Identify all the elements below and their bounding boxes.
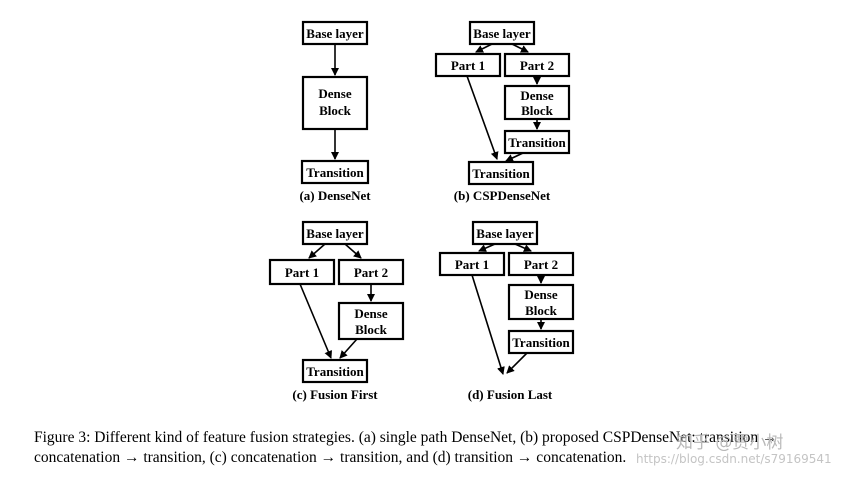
b-edge-base-to-part2 [511, 43, 529, 53]
a-caption: (a) DenseNet [299, 188, 371, 203]
c-base-layer-label: Base layer [306, 226, 364, 241]
a-transition-label: Transition [306, 165, 364, 180]
c-dense-label-line2: Block [355, 322, 388, 337]
a-dense-label-line2: Block [319, 103, 352, 118]
d-base-layer-box [471, 220, 539, 246]
d-part2-label: Part 2 [524, 257, 558, 272]
d-edge-base-to-part2 [514, 243, 532, 252]
d-edge-transition-to-fusion [506, 352, 528, 374]
b-base-layer-label: Base layer [473, 26, 531, 41]
c-part2-label: Part 2 [354, 265, 388, 280]
b-caption: (b) CSPDenseNet [454, 188, 551, 203]
d-edge-base-to-part1 [478, 243, 496, 252]
fusion-strategies-figure: Base layer Dense Block Transition (a) De… [268, 20, 575, 402]
c-base-layer-box [301, 220, 369, 246]
panel-c-fusion-first: Base layer Part 1 Part 2 Dense Block Tra… [268, 220, 405, 402]
panel-b-cspdensenet: Base layer Part 1 Part 2 Dense Block Tra… [434, 20, 571, 203]
b-dense-label-line2: Block [521, 103, 554, 118]
a-dense-label-line1: Dense [318, 86, 351, 101]
d-dense-label-line1: Dense [524, 287, 557, 302]
panel-d-fusion-last: Base layer Part 1 Part 2 Dense Block Tra… [438, 220, 575, 402]
a-dense-block-box [301, 75, 369, 131]
watermark-zhihu: 知乎 @贾小树 [676, 433, 784, 453]
c-transition-box [301, 358, 369, 384]
b-inner-transition-label: Transition [508, 135, 566, 150]
c-transition-label: Transition [306, 364, 364, 379]
b-part1-label: Part 1 [451, 58, 485, 73]
d-caption: (d) Fusion Last [468, 387, 553, 402]
a-transition-box [300, 159, 370, 185]
c-edge-dense-to-transition [339, 338, 358, 359]
watermark-url: https://blog.csdn.net/s79169541 [636, 452, 832, 466]
c-caption: (c) Fusion First [292, 387, 378, 402]
b-inner-transition-box [503, 129, 571, 155]
figure-caption: Figure 3: Different kind of feature fusi… [34, 429, 778, 466]
b-final-transition-box [467, 160, 535, 186]
b-part2-label: Part 2 [520, 58, 554, 73]
c-edge-base-to-part2 [344, 243, 362, 259]
b-final-transition-label: Transition [472, 166, 530, 181]
d-edge-part1-to-fusion [471, 274, 505, 375]
c-part1-label: Part 1 [285, 265, 319, 280]
b-dense-label-line1: Dense [520, 88, 553, 103]
c-edge-part1-to-transition [299, 283, 332, 359]
c-dense-label-line1: Dense [354, 306, 387, 321]
b-edge-base-to-part1 [475, 43, 493, 53]
a-base-layer-label: Base layer [306, 26, 364, 41]
c-dense-block-box [337, 301, 405, 341]
b-dense-block-box [503, 84, 571, 121]
d-dense-block-box [507, 283, 575, 321]
panel-a-densenet: Base layer Dense Block Transition (a) De… [299, 20, 371, 203]
d-part1-label: Part 1 [455, 257, 489, 272]
d-transition-box [507, 329, 575, 355]
d-dense-label-line2: Block [525, 303, 558, 318]
c-edge-base-to-part1 [308, 243, 326, 259]
d-transition-label: Transition [512, 335, 570, 350]
b-part1-box [434, 52, 502, 78]
c-part1-box [268, 258, 336, 286]
d-base-layer-label: Base layer [476, 226, 534, 241]
b-edge-part1-to-final [466, 75, 499, 160]
b-edge-transition-to-final [505, 152, 524, 162]
b-base-layer-box [468, 20, 536, 46]
